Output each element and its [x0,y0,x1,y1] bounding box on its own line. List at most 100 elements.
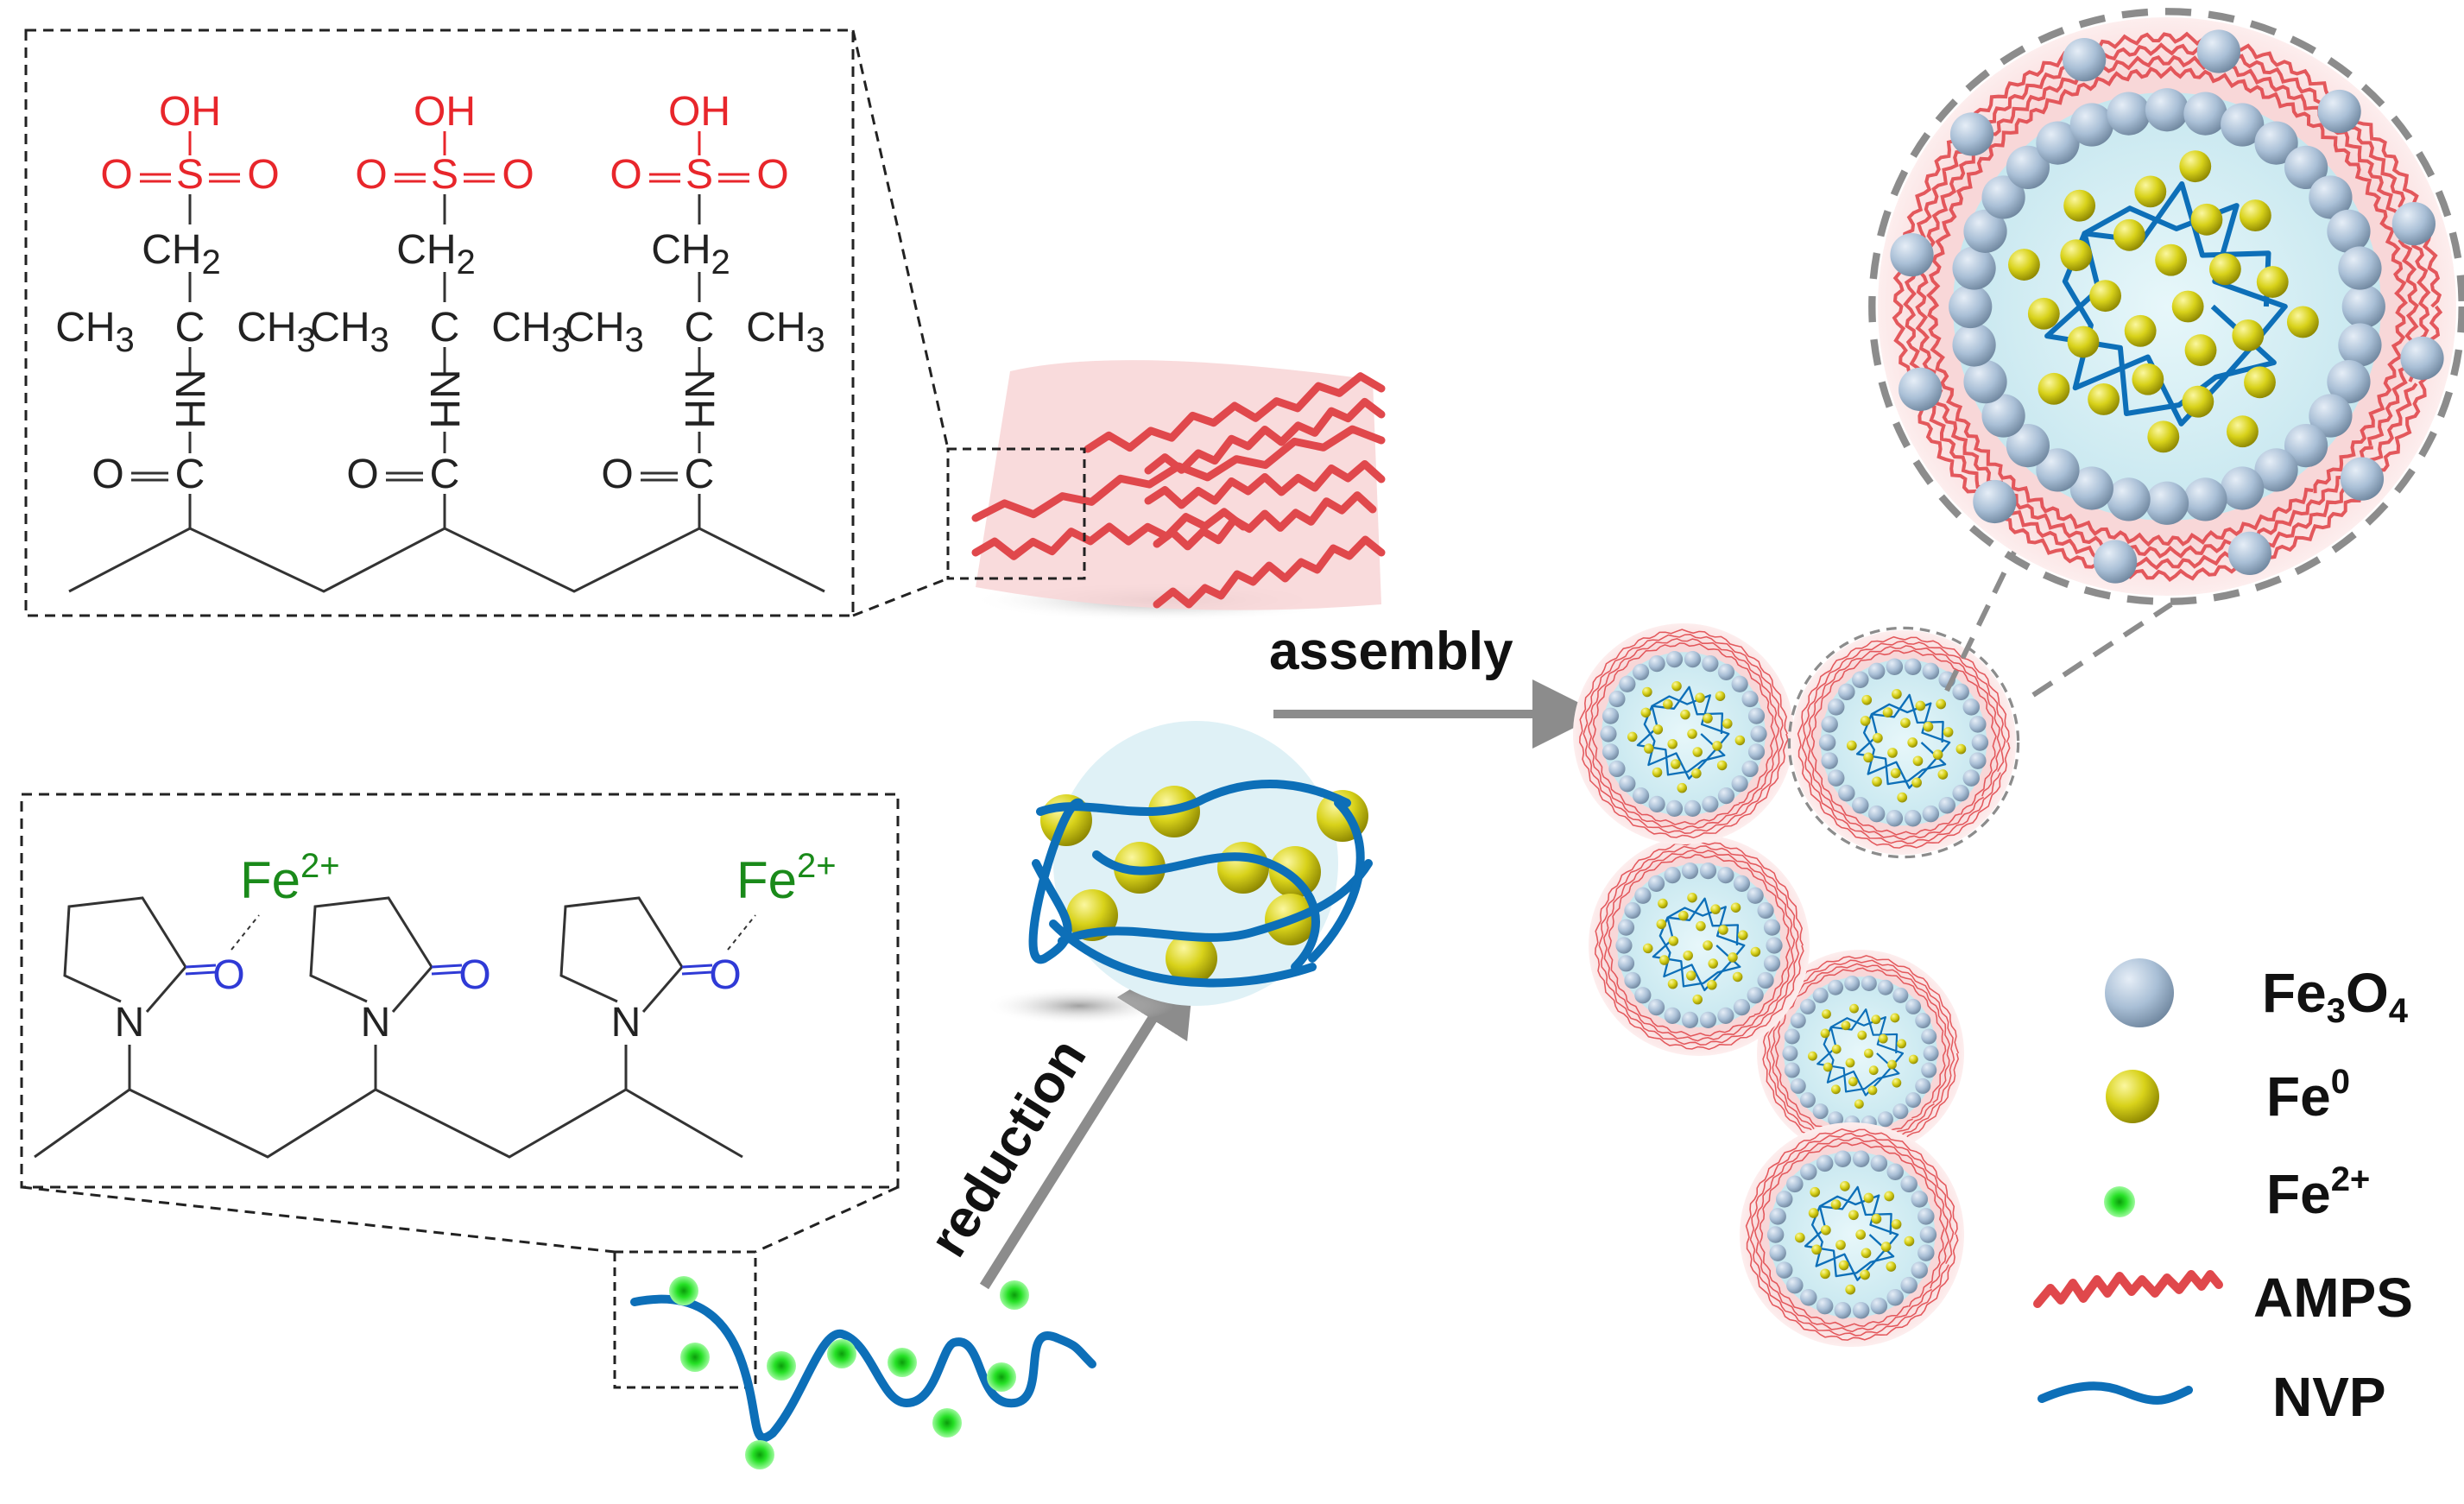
fe3o4-outer-particle [2063,38,2107,82]
legend-label-nvp: NVP [2272,1366,2386,1428]
amps-shell-line [1762,955,1960,1153]
amps-ch3-left-label-main: CH [55,305,115,351]
fe3o4-particle [2069,466,2113,510]
fe3o4-particle [1867,662,1886,680]
fe0-core-particle [1860,1269,1870,1280]
fe2-ion-dot [888,1348,917,1377]
fe0-core-particle [1686,970,1696,981]
fe3o4-particle [1963,209,2007,253]
fe3o4-particle [1834,1302,1852,1319]
fe3o4-particle [1969,752,1987,769]
amps-chain [971,508,1248,560]
fe3o4-particle [1821,752,1838,769]
amps-n: N [421,369,467,399]
fe3o4-particle [1617,955,1635,972]
fe3o4-particle [1600,725,1617,743]
fe3o4-particle [1904,658,1922,675]
amps-ch3-left-label-sub: 3 [370,321,389,359]
amps-shell-line [1915,54,2419,559]
fe0-core-particle [1871,1213,1882,1224]
nvp-zoom-line-right [755,1185,899,1254]
fe3o4-particle [1892,987,1909,1003]
fe3o4-particle [1615,937,1633,954]
fe0-core-particle [1880,1242,1892,1252]
fe0-core-particle [2089,280,2122,313]
fe0-core-particle [1808,1051,1817,1061]
fe3o4-particle [1818,734,1836,751]
fe0-particle [1269,846,1321,898]
amps-quaternary-c: C [685,305,715,351]
core-region [1953,92,2381,521]
fe3o4-particle [2036,121,2080,165]
fe3o4-particle [1775,1261,1793,1279]
fe0-core-particle [1671,759,1681,769]
fe0-core-particle [1715,691,1726,701]
fe3o4-outer-particle [2317,89,2361,134]
fe3o4-outer-particle [2400,336,2444,381]
fe3o4-particle [1702,655,1719,673]
amps-polymer-cluster [946,360,1386,622]
fe0-core-particle [1722,718,1733,729]
fe0-core-particle [1955,743,1967,755]
fe0-core-particle [1663,698,1673,710]
fe0-core-particle [1849,1003,1859,1014]
amps-shell-line [1579,629,1789,839]
fe3o4-particle [1647,999,1665,1016]
fe3o4-particle [1852,1302,1870,1319]
fe0-core-particle [1891,1219,1902,1229]
fe3o4-particle [1702,795,1719,812]
fe0-core-particle [1678,910,1689,921]
fe2-ion-dot [745,1440,774,1469]
fe3o4-particle [1769,1208,1786,1225]
amps-glow [976,360,1381,610]
fe0-core-particle [1835,1240,1846,1250]
core-shell-particle [1589,835,1810,1056]
fe3o4-particle [1617,919,1635,936]
fe0-core-particle [1642,686,1652,698]
fe3o4-particle [1911,1191,1929,1208]
fe0-core-particle [2256,266,2289,298]
amps-ch3-right-label-sub: 3 [806,321,825,359]
fe0-core-particle [1936,698,1947,710]
fe3o4-particle [1634,887,1652,904]
fe0-core-particle [1854,1099,1864,1109]
fe2-ion-dot [1000,1280,1029,1310]
fe0-core-particle [1667,738,1677,749]
fe3o4-particle [1892,1103,1909,1120]
amps-shell-line [1587,637,1780,831]
fe0-core-particle [1884,1191,1895,1202]
fe0-core-particle [1848,1210,1859,1221]
fe3o4-particle [2341,284,2385,329]
fe3o4-particle [1821,716,1838,733]
fe3o4-particle [2327,209,2371,253]
amps-ch2-label-sub: 2 [202,243,221,281]
fe3o4-particle [1619,775,1636,793]
fe3o4-particle [1731,775,1748,793]
amps-shell-line [1583,634,1785,834]
amps-n: N [167,369,212,399]
fe3o4-particle [1766,1226,1785,1243]
amps-oh-label: OH [159,89,221,135]
fe0-core-particle [1861,694,1873,705]
fe3o4-particle [1917,1208,1935,1225]
amps-ch2-label-main: CH [651,227,711,273]
legend-marker-amps [2033,1270,2223,1308]
amps-sulfonyl-o-right: O [247,152,279,198]
amps-ch3-right-label-main: CH [237,305,296,351]
core-shell-particle [1573,623,1794,844]
fe3o4-particle [1632,787,1650,805]
fe0-core-particle [1878,1033,1888,1044]
nvp-co-bond2 [431,970,463,976]
amps-ch3-left-label-sub: 3 [625,321,644,359]
fe3o4-particle [1624,901,1641,919]
fe0-core-particle [1831,1044,1842,1054]
fe0-core-particle [1695,692,1705,703]
fe3o4-particle [1634,987,1652,1004]
fe3o4-particle [2183,477,2227,521]
fe0-core-particle [1848,1077,1858,1087]
amps-ch3-left-label-main: CH [565,305,624,351]
core-shell-particle [1740,1122,1964,1347]
detail-zoom-line-right [2031,602,2173,698]
fe0-core-particle [2060,239,2093,272]
